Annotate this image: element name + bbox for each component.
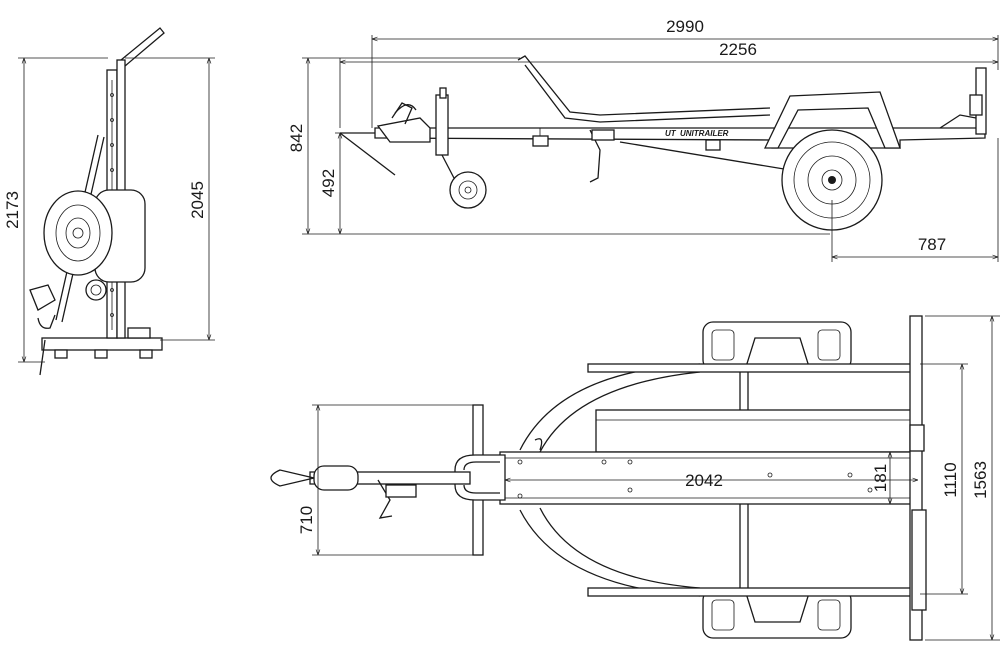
front-clamp: [127, 327, 151, 339]
side-coupling: [376, 117, 431, 143]
top-fender-lower: [702, 589, 852, 639]
top-rail-bolts: [517, 459, 873, 499]
dim-side-rear-overhang: 787: [918, 235, 946, 254]
side-mudguard: [763, 91, 901, 149]
side-loading-rail: [517, 55, 771, 116]
front-base-plate: [41, 337, 163, 351]
front-foot-1: [54, 349, 68, 359]
dim-top-drawbar-width: 710: [297, 506, 316, 534]
front-coupling: [29, 284, 56, 311]
top-jockey-clamp: [377, 479, 393, 519]
front-foot-3: [139, 349, 153, 359]
dim-side-total-length: 2990: [666, 17, 704, 36]
side-brand-name: UNITRAILER: [680, 129, 729, 138]
top-view: 710 2042 181 1110 1563: [270, 315, 1000, 641]
front-wheel: [43, 190, 113, 276]
front-jockey-wheel: [85, 279, 107, 301]
side-jockey-post: [435, 94, 449, 156]
dim-side-drawbar-height: 492: [319, 169, 338, 197]
dim-top-bed-length: 2042: [685, 471, 723, 490]
dim-front-frame-height: 2045: [188, 181, 207, 219]
dim-top-rail-width: 181: [871, 464, 890, 492]
front-foot-2: [94, 349, 108, 359]
top-frame-arc-lower: [519, 509, 701, 597]
top-fender-upper: [702, 321, 852, 371]
side-view: UT UNITRAILER 2990 2256 842 492: [287, 17, 999, 262]
front-view: 2173 2045: [3, 27, 215, 376]
dim-side-bed-length: 2256: [719, 40, 757, 59]
dim-top-track-width: 1110: [941, 462, 960, 497]
front-handle: [120, 27, 165, 67]
dim-side-height: 842: [287, 124, 306, 152]
dim-front-total-height: 2173: [3, 191, 22, 229]
side-brand-logo: UT: [665, 129, 677, 138]
top-axle-upper: [587, 363, 914, 373]
top-axle-lower: [587, 587, 914, 597]
dim-top-total-width: 1563: [971, 461, 990, 499]
top-safety-cable: [270, 469, 315, 487]
top-bed-box: [595, 409, 912, 453]
side-jockey-wheel: [449, 171, 487, 209]
top-drawbar-loop: [454, 454, 506, 501]
top-coupling: [313, 465, 359, 491]
